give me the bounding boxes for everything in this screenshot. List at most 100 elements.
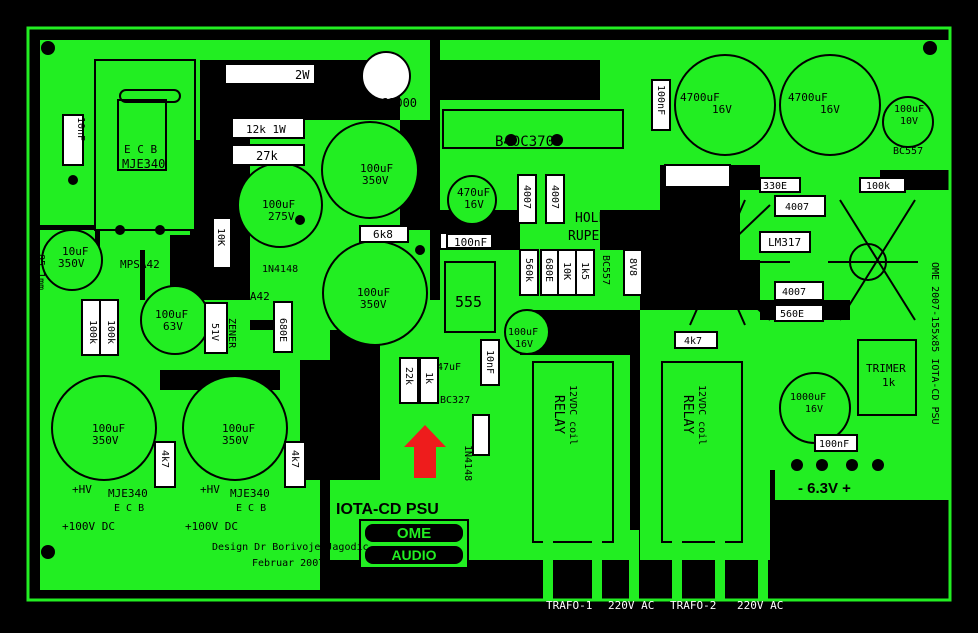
svg-text:16V: 16V	[805, 404, 823, 415]
board-title: IOTA-CD PSU	[336, 501, 439, 518]
svg-text:100nF: 100nF	[819, 439, 849, 450]
svg-text:4700uF: 4700uF	[788, 91, 828, 104]
heatsink-fins	[649, 199, 918, 326]
svg-text:6k8: 6k8	[373, 228, 393, 241]
svg-text:MPSA42: MPSA42	[230, 290, 270, 303]
svg-text:220V AC: 220V AC	[737, 599, 783, 612]
resistor-bodies	[62, 63, 906, 488]
svg-text:GND: GND	[314, 374, 334, 387]
svg-text:1k: 1k	[423, 372, 434, 384]
svg-text:TRAFO-2: TRAFO-2	[670, 599, 716, 612]
svg-text:470uF: 470uF	[457, 186, 490, 199]
r-12k-label: 12k 1W	[246, 123, 286, 136]
svg-text:Design Dr Borivoje Jagodic: Design Dr Borivoje Jagodic	[212, 542, 369, 553]
svg-text:350V: 350V	[360, 298, 387, 311]
svg-text:4k7: 4k7	[289, 450, 300, 468]
svg-text:100uF: 100uF	[357, 286, 390, 299]
silk-outlines	[94, 59, 917, 543]
svg-text:12VDC coil: 12VDC coil	[696, 385, 707, 445]
vertical-labels: 10nF 100k 100k 10K ZENER 51V 680E 4k7 4k…	[35, 85, 940, 468]
svg-text:BC327: BC327	[440, 395, 470, 406]
svg-text:8V8: 8V8	[627, 258, 638, 276]
r-27k-label: 27k	[256, 149, 278, 163]
svg-text:1k5: 1k5	[579, 262, 590, 280]
svg-text:RUPE 3mm: RUPE 3mm	[568, 229, 631, 244]
svg-text:155mm: 155mm	[465, 587, 492, 597]
svg-text:E C B: E C B	[236, 503, 266, 514]
terminal-legs	[543, 530, 768, 600]
svg-text:85,1mm: 85,1mm	[35, 254, 46, 290]
svg-text:63V: 63V	[163, 320, 183, 333]
svg-text:100nF: 100nF	[454, 236, 487, 249]
svg-text:+100V DC: +100V DC	[62, 520, 115, 533]
svg-text:350V: 350V	[58, 257, 85, 270]
svg-text:12VDC coil: 12VDC coil	[567, 385, 578, 445]
svg-text:MJE340: MJE340	[230, 487, 270, 500]
svg-text:10K: 10K	[215, 228, 226, 246]
svg-text:100k: 100k	[866, 181, 890, 192]
svg-text:16V: 16V	[820, 103, 840, 116]
svg-text:- 6.3V +: - 6.3V +	[798, 480, 851, 497]
svg-text:+HV: +HV	[72, 483, 92, 496]
svg-text:16V: 16V	[464, 198, 484, 211]
r-2w-label: 2W	[295, 68, 310, 82]
svg-text:275V: 275V	[268, 210, 295, 223]
svg-text:E C B: E C B	[114, 503, 144, 514]
svg-text:MJE340: MJE340	[108, 487, 148, 500]
svg-text:100uF: 100uF	[508, 327, 538, 338]
svg-text:100k: 100k	[87, 320, 98, 344]
svg-text:100k: 100k	[105, 320, 116, 344]
svg-text:220V AC: 220V AC	[608, 599, 654, 612]
svg-text:MJE340: MJE340	[122, 157, 165, 171]
svg-text:4007: 4007	[521, 185, 532, 209]
svg-text:330E: 330E	[763, 181, 787, 192]
red-arrow-icon	[404, 425, 446, 478]
svg-text:10K: 10K	[561, 262, 572, 280]
component-labels: B400C1000 2W 12k 1W 27k 100uF 350V 100uF…	[58, 68, 924, 612]
svg-text:100uF: 100uF	[894, 104, 924, 115]
svg-text:OME: OME	[397, 525, 431, 542]
svg-text:560E: 560E	[780, 309, 804, 320]
svg-text:10nF: 10nF	[75, 117, 86, 141]
svg-text:10V: 10V	[900, 116, 918, 127]
svg-text:TRIMER: TRIMER	[866, 362, 906, 375]
svg-text:Februar 2007: Februar 2007	[252, 558, 324, 569]
svg-text:E C B: E C B	[124, 143, 157, 156]
svg-text:4007: 4007	[782, 287, 806, 298]
svg-text:680E: 680E	[543, 258, 554, 282]
svg-text:100uF: 100uF	[155, 308, 188, 321]
svg-text:HOLES: HOLES	[575, 211, 614, 226]
svg-text:4k7: 4k7	[684, 336, 702, 347]
svg-text:LM317: LM317	[768, 236, 801, 249]
svg-text:RELAY: RELAY	[680, 395, 695, 434]
svg-text:22k: 22k	[403, 367, 414, 385]
svg-text:4k7: 4k7	[159, 450, 170, 468]
svg-text:350V: 350V	[92, 434, 119, 447]
svg-text:ZENER: ZENER	[226, 318, 237, 349]
svg-text:1N4148: 1N4148	[462, 445, 473, 481]
svg-text:1N4148: 1N4148	[262, 264, 298, 275]
svg-text:OME 2007-155x85 IOTA-CD PSU: OME 2007-155x85 IOTA-CD PSU	[929, 262, 940, 425]
svg-text:100uF: 100uF	[360, 162, 393, 175]
svg-text:560k: 560k	[523, 258, 534, 282]
bridge1-label: B400C1000	[352, 96, 417, 110]
svg-text:51V: 51V	[209, 323, 220, 341]
svg-text:680E: 680E	[277, 318, 288, 342]
svg-text:MPSA42: MPSA42	[120, 258, 160, 271]
capacitor-outlines	[41, 51, 934, 481]
svg-text:+100V DC: +100V DC	[185, 520, 238, 533]
svg-text:350V: 350V	[362, 174, 389, 187]
svg-text:16V: 16V	[712, 103, 732, 116]
svg-text:BC547: BC547	[563, 325, 593, 336]
ic-555-label: 555	[455, 293, 482, 311]
svg-text:1k: 1k	[882, 376, 896, 389]
svg-text:ZENER: ZENER	[645, 258, 656, 289]
svg-text:RELAY: RELAY	[551, 395, 566, 434]
svg-text:350V: 350V	[222, 434, 249, 447]
svg-text:BC557: BC557	[893, 146, 923, 157]
svg-text:10uF: 10uF	[62, 245, 89, 258]
svg-text:100uF: 100uF	[222, 422, 255, 435]
svg-text:AUDIO: AUDIO	[391, 547, 436, 563]
svg-text:16V: 16V	[515, 339, 533, 350]
svg-text:1000uF: 1000uF	[790, 392, 826, 403]
